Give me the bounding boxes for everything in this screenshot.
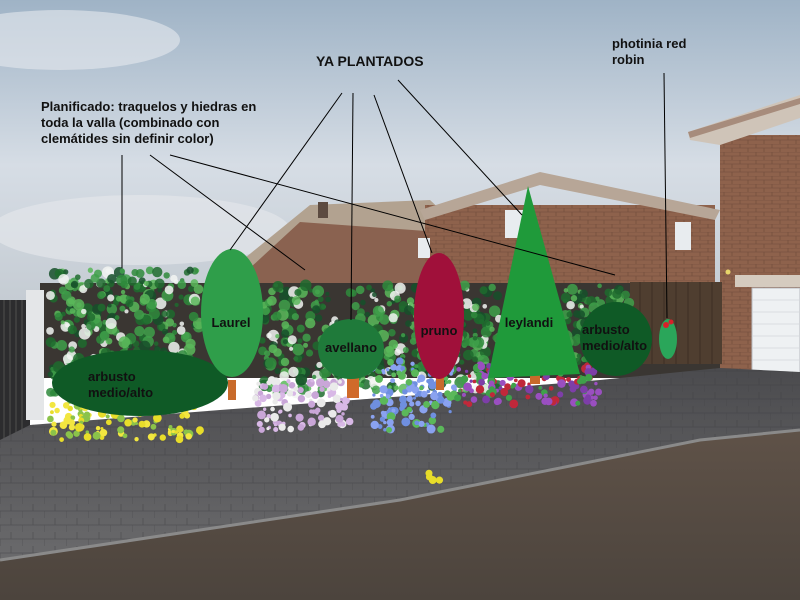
shrub-right bbox=[580, 302, 652, 376]
leylandi-shape bbox=[488, 186, 580, 378]
pruno-shape bbox=[414, 253, 464, 379]
label-pruno: pruno bbox=[420, 323, 458, 338]
white-pillar bbox=[26, 290, 44, 420]
soil-area bbox=[0, 430, 800, 600]
background-house bbox=[240, 172, 720, 295]
annotation-planned: Planificado: traquelos y hiedras en toda… bbox=[41, 99, 257, 146]
laurel-trunk bbox=[228, 380, 236, 400]
avellano-trunk bbox=[347, 376, 359, 398]
leylandi-trunk bbox=[530, 370, 540, 384]
label-laurel: Laurel bbox=[211, 315, 251, 330]
cloud bbox=[0, 195, 290, 265]
pruno-trunk bbox=[436, 372, 444, 390]
annotation-photinia: photinia red robin bbox=[612, 36, 687, 67]
label-avellano: avellano bbox=[324, 340, 378, 355]
shrub-left bbox=[52, 350, 228, 416]
annotation-already-planted: YA PLANTADOS bbox=[316, 53, 424, 69]
avellano-shape bbox=[318, 319, 384, 379]
label-shrub-left: arbusto medio/alto bbox=[88, 369, 154, 400]
photinia-shape bbox=[659, 319, 677, 359]
laurel-shape bbox=[201, 249, 263, 377]
label-leylandi: leylandi bbox=[504, 315, 554, 330]
right-house bbox=[688, 95, 800, 377]
leader-lines bbox=[121, 72, 668, 321]
label-shrub-right: arbusto medio/alto bbox=[582, 322, 648, 353]
cloud bbox=[0, 10, 180, 70]
